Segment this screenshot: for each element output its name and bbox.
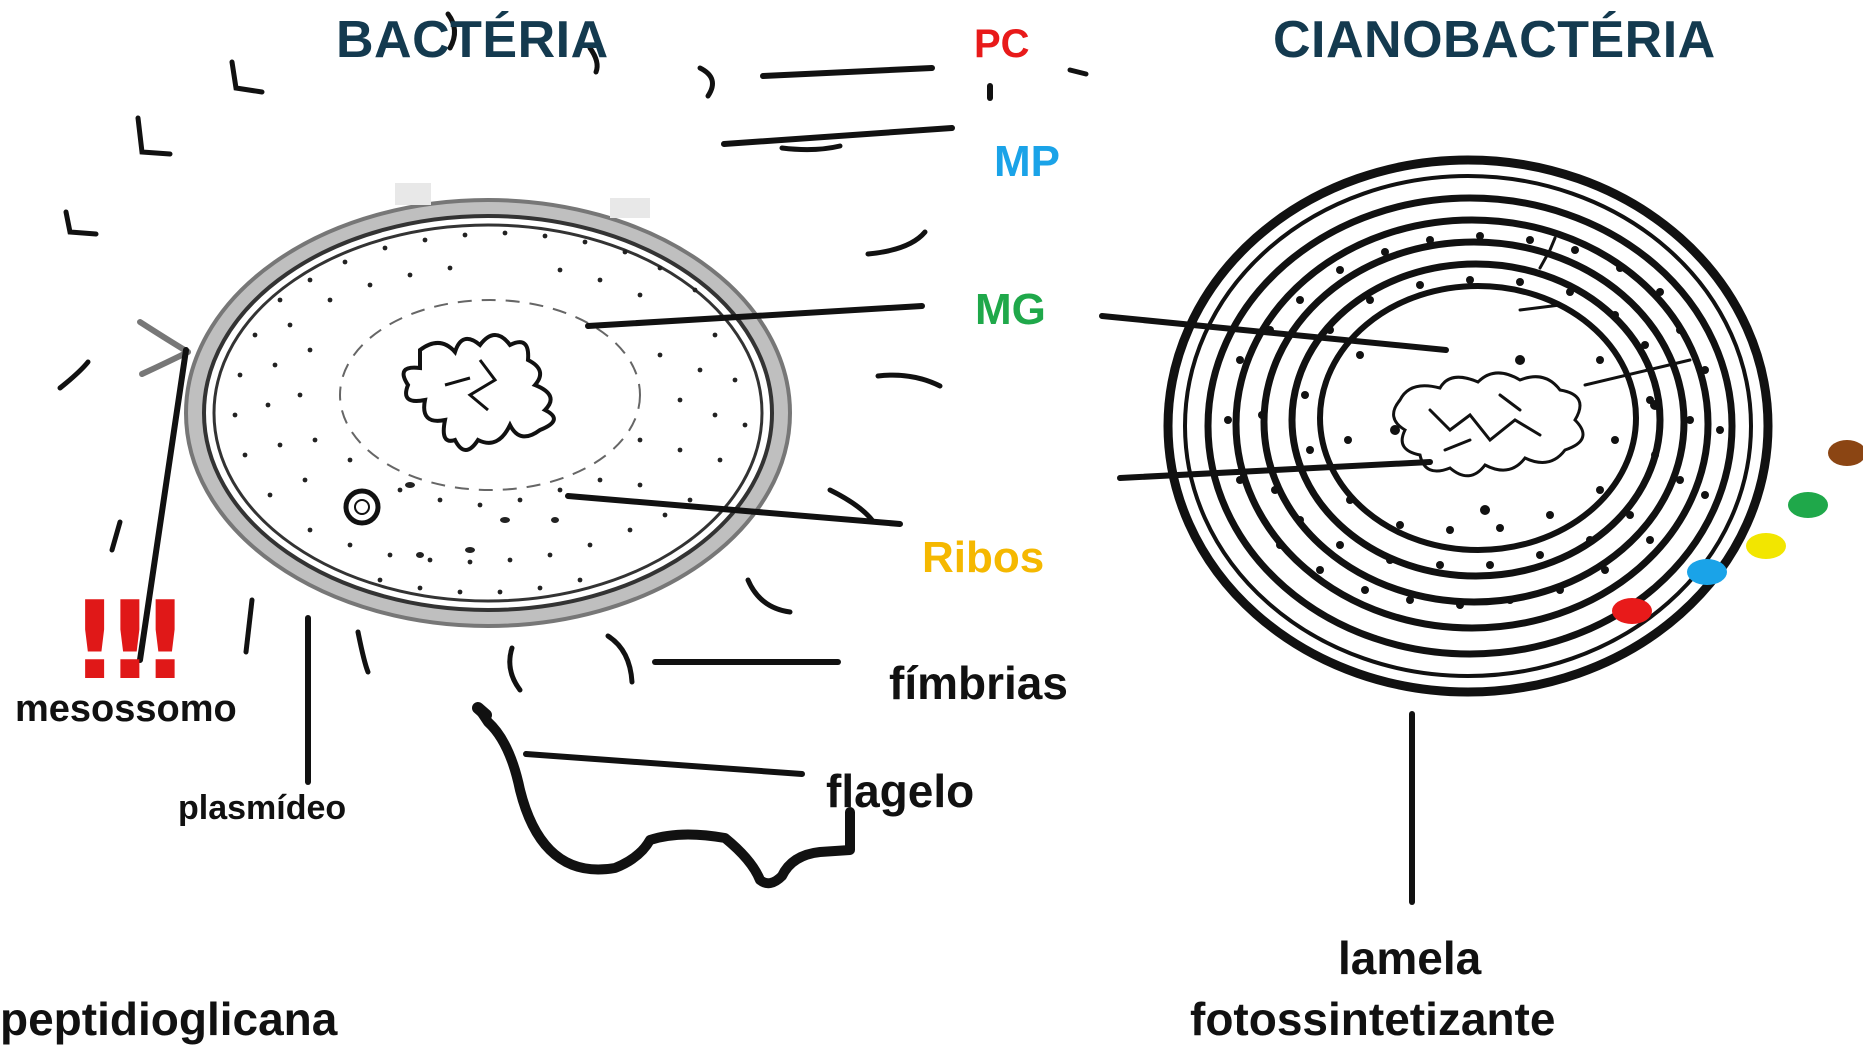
warning-exclamation-icon: !!! [70, 588, 176, 696]
lamela-label-line1: lamela [1338, 935, 1481, 981]
fimbrias-label: fímbrias [889, 660, 1068, 706]
wall-gap [395, 183, 431, 205]
marker-yellow [1746, 533, 1786, 559]
mp-leader-line [724, 128, 952, 144]
marker-blue [1687, 559, 1727, 585]
bacteria-title: BACTÉRIA [336, 14, 609, 66]
mg-label: MG [975, 288, 1046, 332]
photosynthetic-lamella [1320, 286, 1636, 550]
plasmideo-label: plasmídeo [178, 791, 346, 825]
mesossomo-label: mesossomo [15, 690, 237, 728]
cyanobacterium-nucleoid [1430, 395, 1540, 450]
bacterium-cell [186, 183, 790, 626]
peptidioglicana-label: peptidioglicana [0, 996, 337, 1042]
cyanobacteria-title: CIANOBACTÉRIA [1273, 14, 1716, 66]
ribos-label: Ribos [922, 536, 1044, 580]
mg-right-leader-line [1102, 316, 1446, 350]
mp-label: MP [994, 140, 1060, 184]
marker-green [1788, 492, 1828, 518]
wall-gap [610, 198, 650, 218]
cyanobacterium-cell [1168, 160, 1768, 692]
bacterium-cytoplasm [204, 216, 772, 610]
flagellum [480, 710, 850, 883]
pc-label: PC [974, 24, 1030, 64]
flagellum-hook [478, 708, 486, 715]
pc-leader-line [763, 68, 932, 76]
flagelo-leader-line [526, 754, 802, 774]
lamela-label-line2: fotossintetizante [1190, 996, 1555, 1042]
flagelo-label: flagelo [826, 768, 974, 814]
photosynthetic-lamella [1292, 264, 1660, 576]
marker-red [1612, 598, 1652, 624]
marker-brown [1828, 440, 1863, 466]
